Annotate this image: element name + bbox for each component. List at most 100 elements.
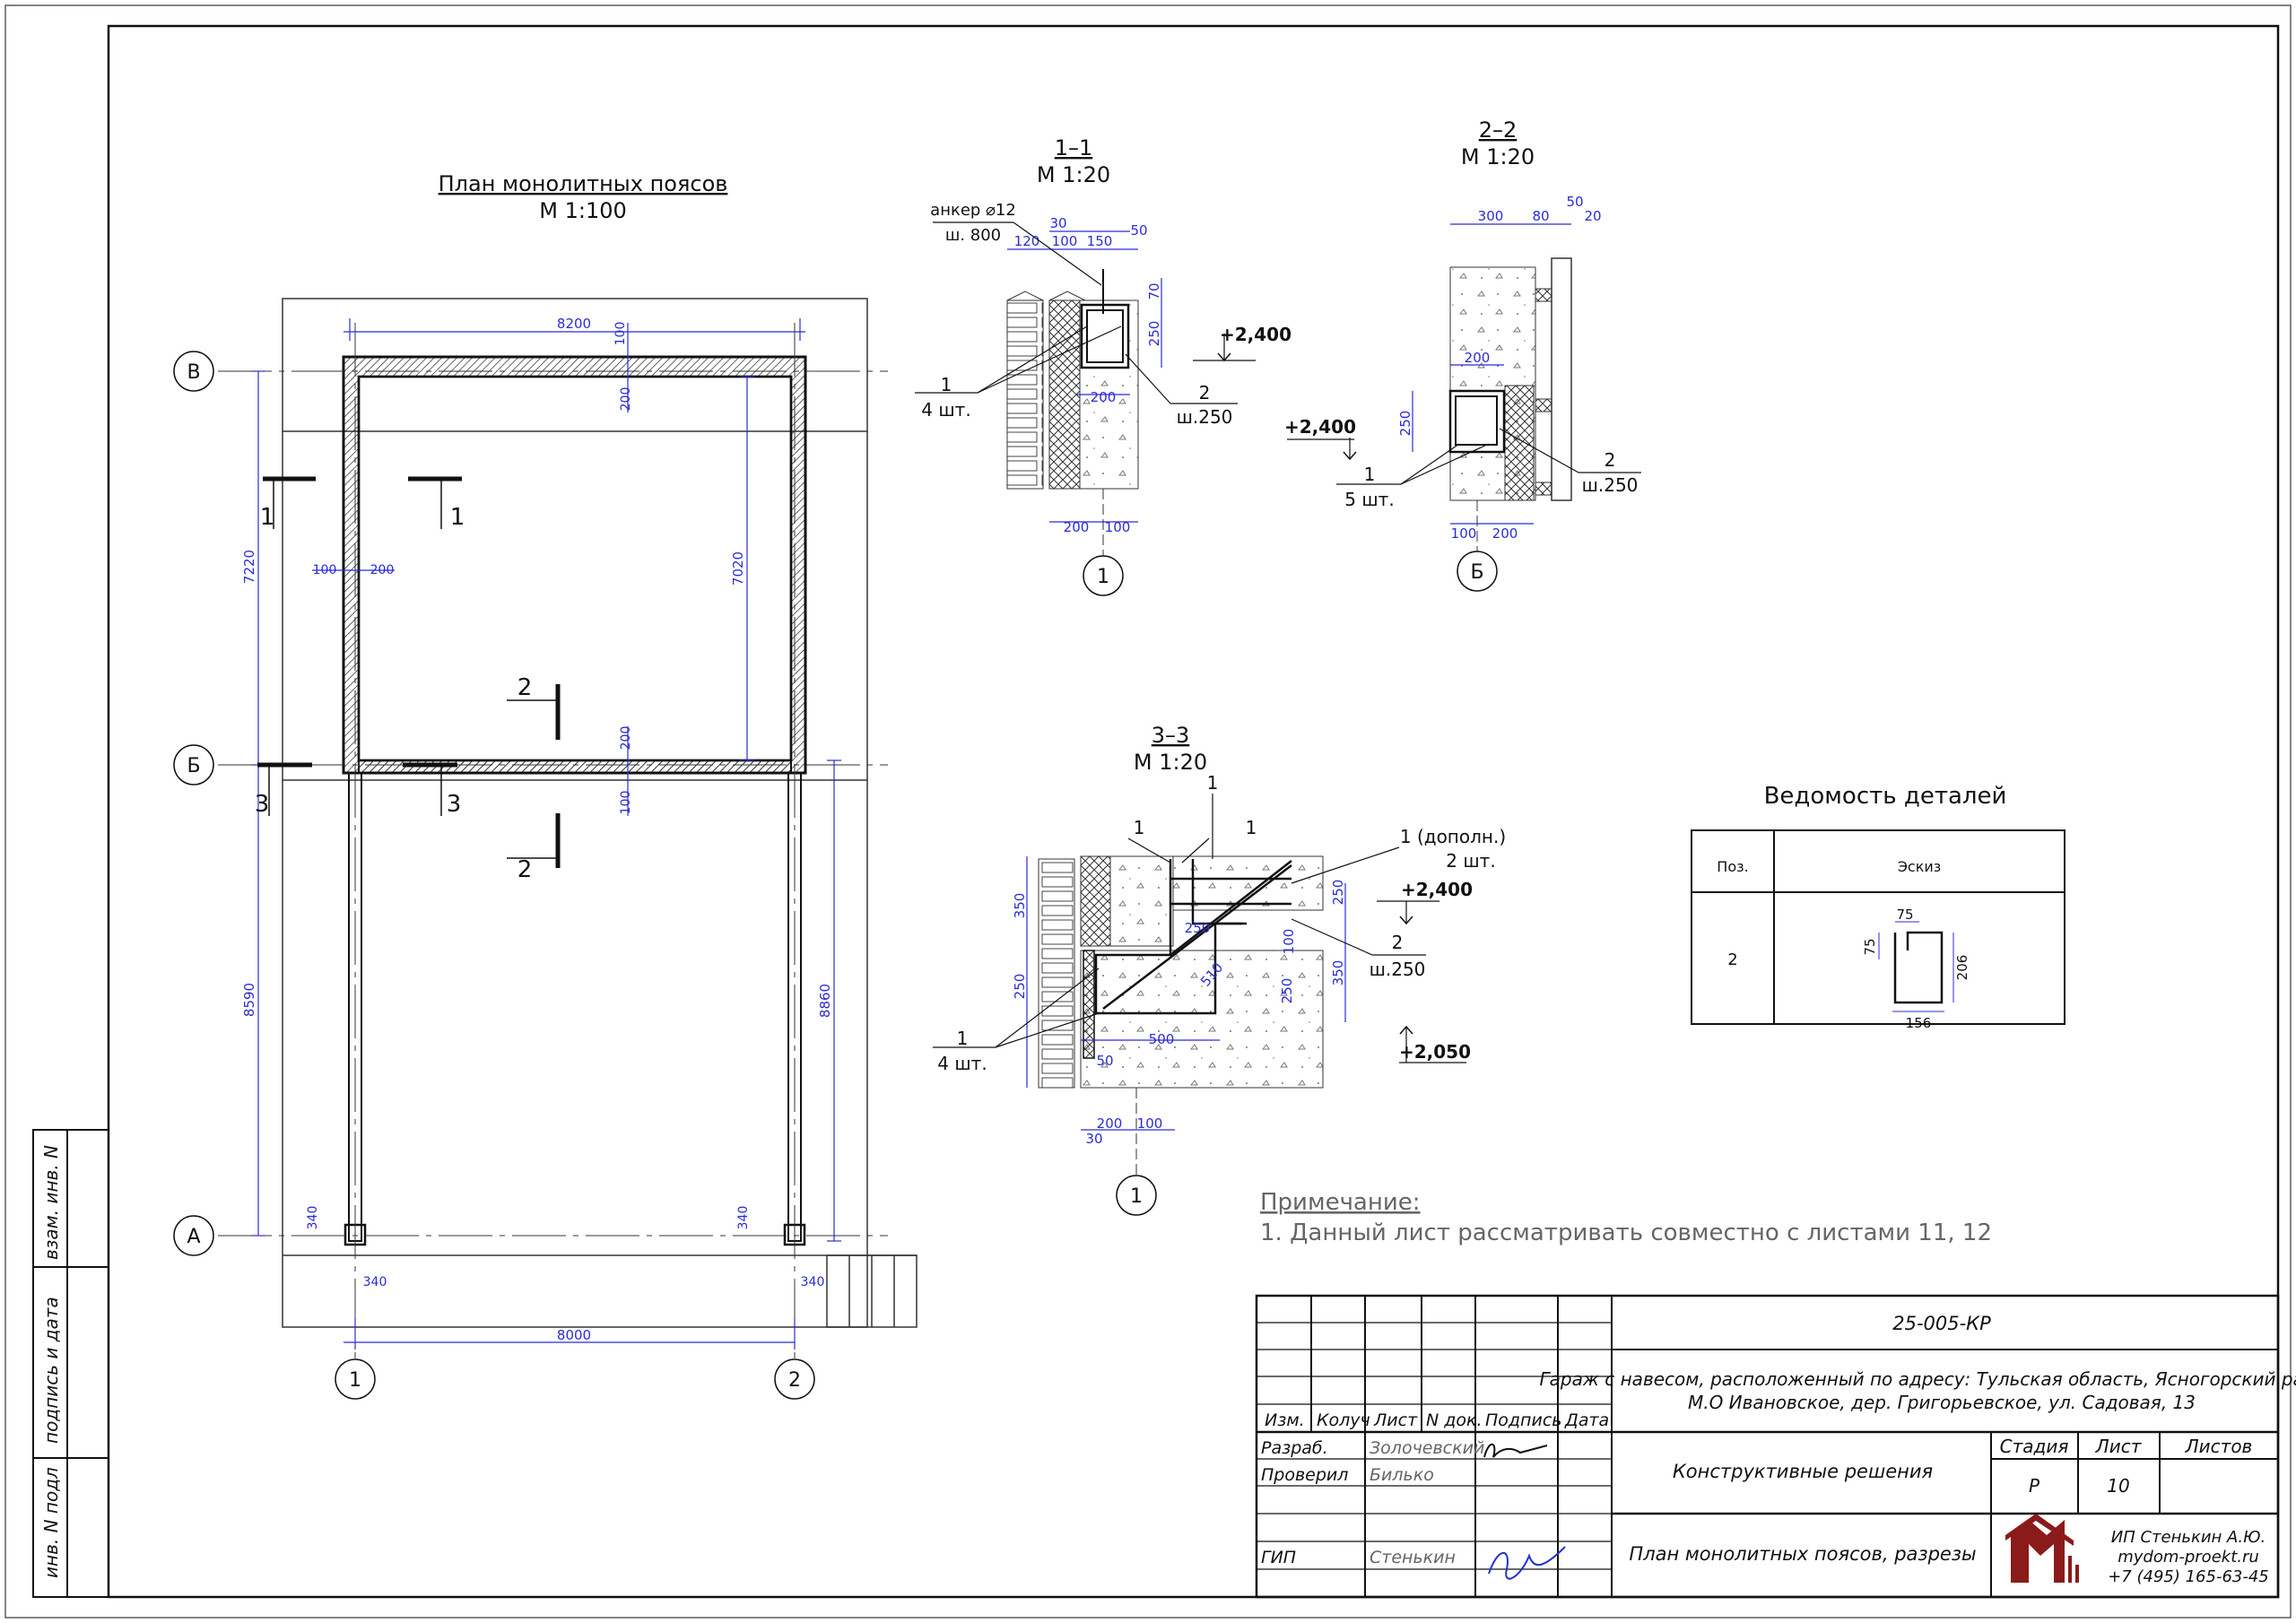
sec33-d250c: 250 <box>1185 920 1211 936</box>
note-text: 1. Данный лист рассматривать совместно с… <box>1260 1219 1992 1246</box>
details-title: Ведомость деталей <box>1764 783 2007 810</box>
tb-code: 25-005-КР <box>1892 1313 1991 1334</box>
note: Примечание: 1. Данный лист рассматривать… <box>1260 1189 1992 1246</box>
dim-8000: 8000 <box>557 1327 591 1343</box>
sec33-axis: 1 <box>1130 1185 1143 1208</box>
sec11-d70: 70 <box>1146 282 1162 299</box>
sec11-d50: 50 <box>1130 222 1147 239</box>
tb-razrab-name: Золочевский <box>1370 1438 1484 1458</box>
sec11-d120: 120 <box>1014 233 1040 249</box>
sec22-d100: 100 <box>1451 525 1477 542</box>
sec33-d100: 100 <box>1281 929 1297 955</box>
sec11-d250: 250 <box>1146 321 1162 347</box>
sec33-title: 3–3 <box>1152 723 1190 748</box>
tb-h-ndok: N док. <box>1426 1410 1483 1430</box>
dim-col-340-b: 340 <box>736 1206 751 1230</box>
tb-prov: Проверил <box>1261 1465 1348 1485</box>
sec11-l2: 2 <box>1199 382 1211 404</box>
dim-wall-100: 100 <box>313 563 337 577</box>
sec33-l1botqty: 4 шт. <box>937 1053 987 1074</box>
signature-2 <box>1488 1546 1566 1580</box>
tb-h-podpis: Подпись <box>1485 1410 1561 1430</box>
cut-3b: 3 <box>447 791 462 818</box>
sec22-d300: 300 <box>1478 208 1504 224</box>
tb-h-stadia: Стадия <box>2000 1436 2069 1457</box>
sec33-l1b: 1 <box>1246 817 1257 838</box>
cut-1a: 1 <box>260 504 275 531</box>
details-col-pos: Поз. <box>1717 858 1748 875</box>
section-3-3: 3–3 М 1:20 350 250 250 250 350 100 250 5… <box>933 723 1506 1216</box>
dim-mid-200: 200 <box>619 726 633 751</box>
sec11-scale: М 1:20 <box>1037 162 1110 187</box>
sec22-d50: 50 <box>1566 194 1583 210</box>
cut-1b: 1 <box>450 504 465 531</box>
inner-frame <box>107 24 2280 1599</box>
sec11-anchor: анкер ⌀12 <box>930 201 1016 220</box>
tb-h-izm: Изм. <box>1265 1410 1305 1430</box>
sec33-d200: 200 <box>1097 1115 1123 1132</box>
sec22-d20: 20 <box>1584 208 1601 224</box>
section-2-2: 2–2 М 1:20 300 80 50 20 200 250 100 200 … <box>1284 117 1641 592</box>
sec33-d100b: 100 <box>1137 1115 1163 1132</box>
sec11-d30: 30 <box>1049 215 1066 231</box>
tb-razrab: Разраб. <box>1261 1438 1328 1458</box>
sec22-l2: 2 <box>1605 449 1616 471</box>
sec11-d150: 150 <box>1087 233 1113 249</box>
dim-col-340-c: 340 <box>363 1275 387 1289</box>
cut-2a: 2 <box>517 674 533 701</box>
sec33-l1a: 1 <box>1134 817 1145 838</box>
plan-scale: М 1:100 <box>539 198 627 223</box>
plan-title: План монолитных поясов <box>439 171 728 196</box>
sec33-l1c: 1 <box>1207 772 1219 794</box>
sec22-scale: М 1:20 <box>1461 144 1535 169</box>
signature-1 <box>1483 1443 1548 1458</box>
side-podpis: подпись и дата <box>40 1297 62 1444</box>
detail-sketch: 75 75 206 156 <box>1862 907 1970 1031</box>
sec33-l1bot: 1 <box>957 1028 969 1049</box>
plan-view: План монолитных поясов М 1:100 В <box>173 171 918 1400</box>
dim-col-340-d: 340 <box>801 1275 825 1289</box>
tb-site: mydom-proekt.ru <box>2118 1548 2259 1567</box>
dim-mid-100: 100 <box>619 791 633 815</box>
side-inv: инв. N подл <box>40 1467 62 1578</box>
title-block: Изм. Колуч Лист N док. Подпись Дата Разр… <box>1255 1294 2296 1599</box>
tb-phone: +7 (495) 165-63-45 <box>2108 1567 2269 1586</box>
sk-75a: 75 <box>1896 907 1913 923</box>
dim-top-200: 200 <box>619 387 633 412</box>
sec11-elev: +2,400 <box>1220 324 1292 345</box>
sec33-d50: 50 <box>1096 1053 1113 1069</box>
tb-h-data: Дата <box>1564 1410 1609 1430</box>
outer-frame <box>4 4 2292 1619</box>
sec22-axis: Б <box>1470 561 1483 584</box>
tb-company: ИП Стенькин А.Ю. <box>2111 1528 2266 1547</box>
axis-2: 2 <box>788 1369 801 1392</box>
sec11-axis: 1 <box>1097 566 1109 588</box>
sec33-d250: 250 <box>1012 974 1028 1000</box>
sec33-l1addqty: 2 шт. <box>1446 850 1495 872</box>
note-title: Примечание: <box>1260 1189 1421 1216</box>
sec11-title: 1–1 <box>1055 135 1093 161</box>
sec22-l1qty: 5 шт. <box>1344 489 1394 510</box>
sec11-anchor-step: ш. 800 <box>945 226 1001 245</box>
section-1-1: 1–1 М 1:20 120 30 100 150 50 70 250 200 … <box>915 135 1292 596</box>
sec11-d200m: 200 <box>1091 389 1117 405</box>
dim-7020: 7020 <box>730 551 746 586</box>
dim-8200: 8200 <box>557 316 591 332</box>
axis-b: Б <box>187 755 200 777</box>
tb-prov-name: Билько <box>1370 1465 1434 1485</box>
dim-7220: 7220 <box>241 550 257 584</box>
sec33-d350: 350 <box>1012 893 1028 919</box>
sec33-d350b: 350 <box>1330 960 1346 986</box>
sec33-l1add: 1 (дополн.) <box>1400 826 1506 847</box>
sec33-elev2: +2,050 <box>1399 1041 1471 1063</box>
cut-3a: 3 <box>255 791 270 818</box>
axis-a: А <box>187 1226 200 1248</box>
sec11-d200: 200 <box>1064 519 1090 535</box>
sec11-l2step: ш.250 <box>1177 406 1233 428</box>
sec22-d250: 250 <box>1397 411 1413 437</box>
sec33-d250v: 250 <box>1279 978 1295 1004</box>
sec33-l2: 2 <box>1392 932 1404 953</box>
dim-wall-200: 200 <box>370 563 395 577</box>
sec22-d200b: 200 <box>1492 525 1518 542</box>
